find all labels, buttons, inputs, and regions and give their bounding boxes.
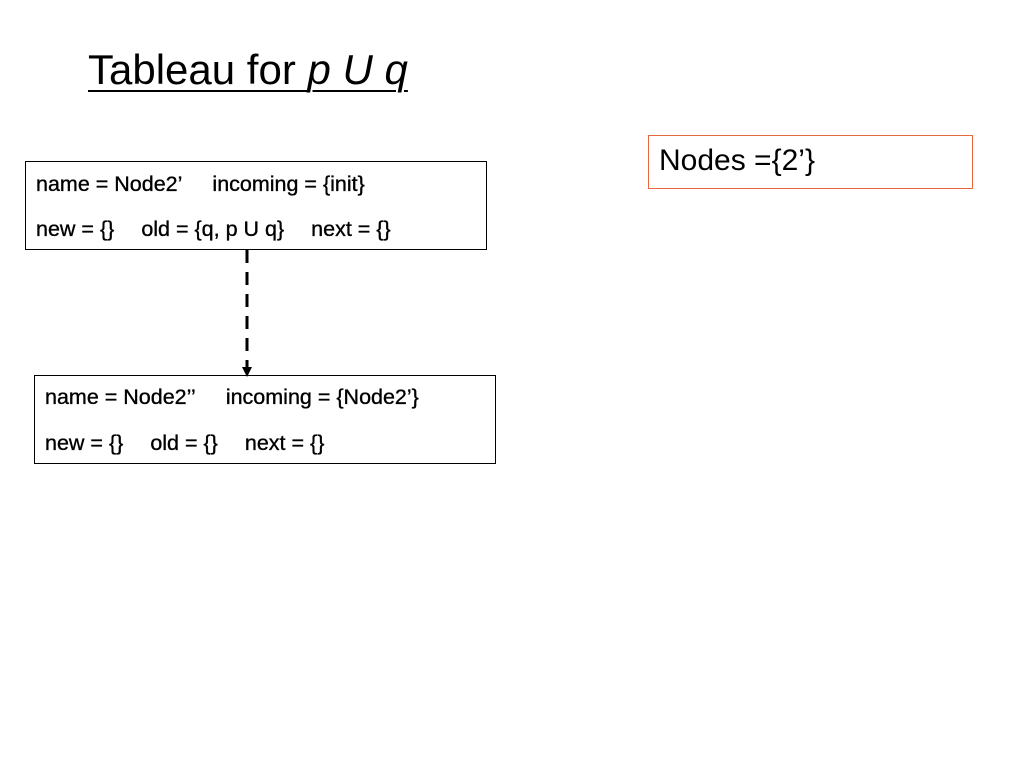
node-2-row-2: new = {} old = {} next = {} xyxy=(45,431,325,456)
node-2-name: name = Node2’’ xyxy=(45,385,196,409)
tableau-node-1: name = Node2’ incoming = {init} new = {} o… xyxy=(25,161,487,250)
node-1-new: new = {} xyxy=(36,217,115,241)
tableau-node-2: name = Node2’’ incoming = {Node2’} new = … xyxy=(34,375,496,464)
node-1-next: next = {} xyxy=(311,217,391,241)
node-1-name: name = Node2’ xyxy=(36,172,183,196)
nodes-set-box: Nodes ={2’} xyxy=(648,135,973,189)
node-1-old: old = {q, p U q} xyxy=(141,217,285,241)
node-2-new: new = {} xyxy=(45,431,124,455)
slide-title: Tableau for p U q xyxy=(88,46,408,94)
node-1-row-2: new = {} old = {q, p U q} next = {} xyxy=(36,217,391,242)
node-2-incoming: incoming = {Node2’} xyxy=(225,385,419,409)
node-2-next: next = {} xyxy=(244,431,325,455)
node-2-row-1: name = Node2’’ incoming = {Node2’} xyxy=(45,385,419,410)
title-prefix: Tableau for xyxy=(88,46,308,93)
nodes-set-text: Nodes ={2’} xyxy=(659,144,815,177)
node-1-row-1: name = Node2’ incoming = {init} xyxy=(36,172,365,197)
node-1-incoming: incoming = {init} xyxy=(212,172,365,196)
node-2-old: old = {} xyxy=(150,431,218,455)
title-formula: p U q xyxy=(307,46,408,93)
